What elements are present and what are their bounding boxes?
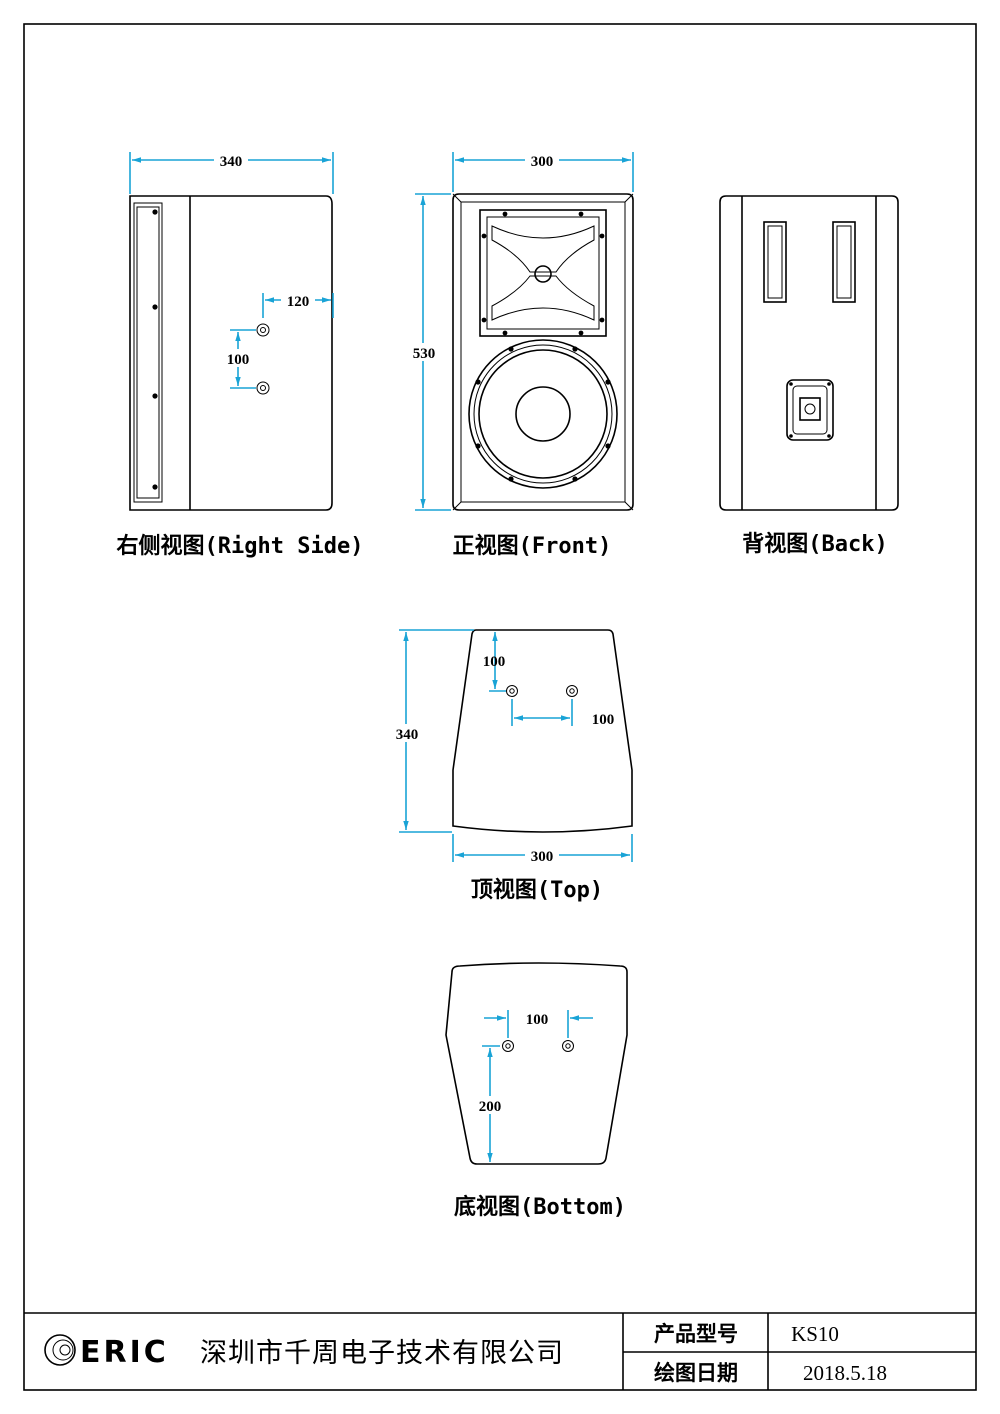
front-caption: 正视图(Front) <box>453 533 612 559</box>
back-outline <box>719 195 899 511</box>
woofer <box>468 339 618 489</box>
top-spacing-dim: 100 <box>592 712 615 728</box>
front-view: 300 530 正视图(Front) <box>407 151 634 559</box>
bottom-offset-dim: 200 <box>479 1099 502 1115</box>
mount-point-icon <box>256 323 270 337</box>
mount-point-icon <box>256 381 270 395</box>
mount-point-icon <box>566 685 578 697</box>
top-caption: 顶视图(Top) <box>471 877 603 903</box>
rail-screw-icon <box>152 393 158 399</box>
top-offset-dim: 100 <box>483 654 506 670</box>
back-port-slot <box>832 221 856 303</box>
right-side-view: 340 120 100 右侧视图(Right Side) <box>117 151 364 559</box>
right-width-dim: 340 <box>220 154 243 170</box>
bottom-outline <box>445 962 628 1165</box>
front-outline <box>452 193 634 511</box>
company-name: 深圳市千周电子技术有限公司 <box>200 1338 564 1369</box>
top-outline <box>452 629 633 833</box>
right-horizontal-dim: 120 <box>287 294 310 310</box>
side-handle-rail <box>133 202 163 503</box>
rail-screw-icon <box>152 209 158 215</box>
mount-point-icon <box>502 1040 514 1052</box>
right-side-caption: 右侧视图(Right Side) <box>117 533 364 559</box>
top-depth-dim: 340 <box>396 727 419 743</box>
back-caption: 背视图(Back) <box>742 531 887 557</box>
horn-throat-icon <box>534 265 552 283</box>
model-value: KS10 <box>791 1322 839 1346</box>
right-side-outline <box>129 195 333 511</box>
right-vertical-dim: 100 <box>227 352 250 368</box>
title-block: ERIC 深圳市千周电子技术有限公司 产品型号 KS10 绘图日期 2018.5… <box>24 1312 976 1390</box>
date-label: 绘图日期 <box>654 1361 738 1385</box>
company-logo: ERIC <box>44 1334 169 1370</box>
back-port-slot <box>763 221 787 303</box>
rail-screw-icon <box>152 484 158 490</box>
input-connector-icon <box>786 379 834 441</box>
bottom-view: 100 200 底视图(Bottom) <box>445 962 628 1220</box>
rail-screw-icon <box>152 304 158 310</box>
mount-point-icon <box>562 1040 574 1052</box>
logo-text: ERIC <box>80 1335 169 1370</box>
bottom-spacing-dim: 100 <box>526 1012 549 1028</box>
front-height-dim: 530 <box>413 346 436 362</box>
front-width-dim: 300 <box>531 154 554 170</box>
model-label: 产品型号 <box>654 1322 738 1346</box>
dust-cap-icon <box>515 386 571 442</box>
mount-point-icon <box>506 685 518 697</box>
sheet-border <box>23 23 977 1391</box>
bottom-caption: 底视图(Bottom) <box>454 1194 626 1220</box>
top-view: 340 300 100 100 顶视图(Top) <box>390 629 633 903</box>
back-view: 背视图(Back) <box>719 195 899 557</box>
horn-tweeter <box>479 209 607 337</box>
date-value: 2018.5.18 <box>803 1361 887 1385</box>
top-width-dim: 300 <box>531 849 554 865</box>
